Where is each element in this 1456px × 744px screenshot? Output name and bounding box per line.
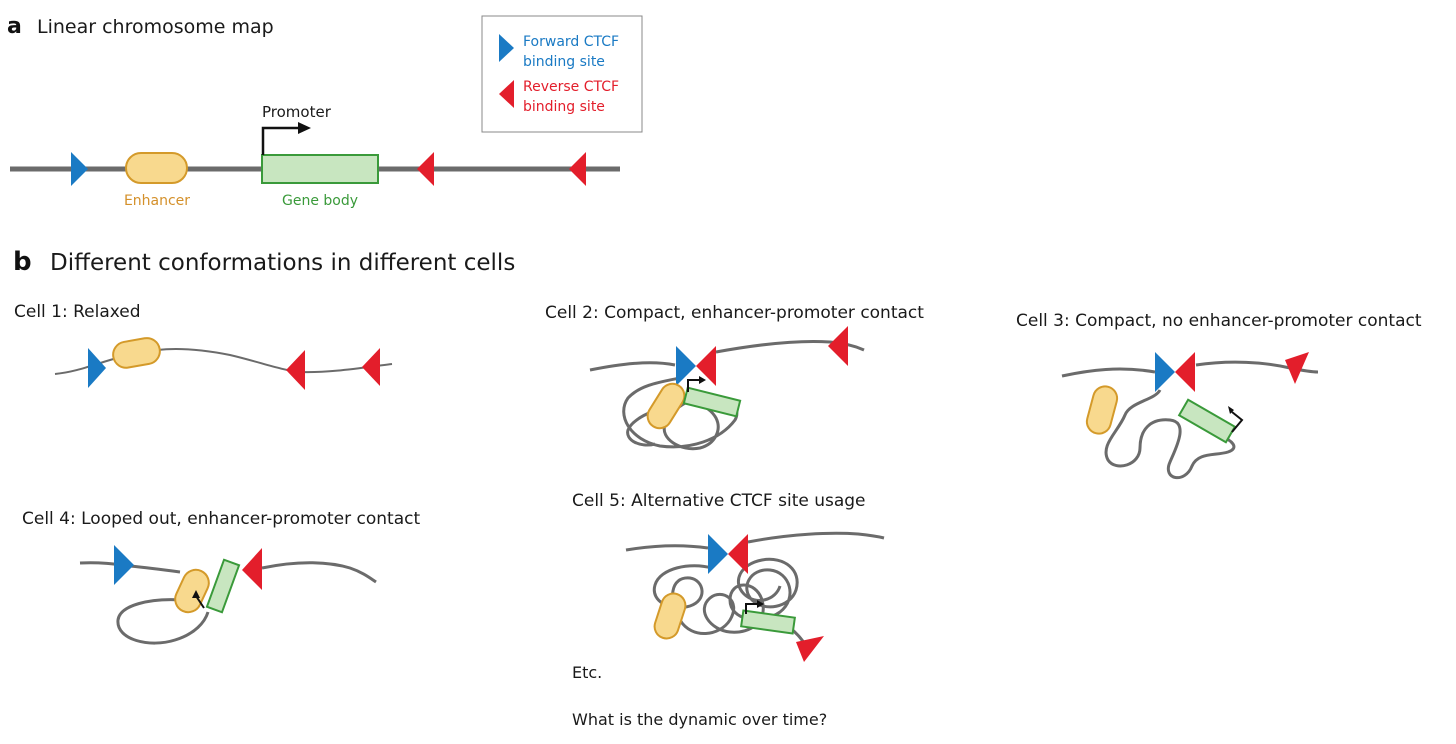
cell4-promoter-arrowhead	[192, 590, 200, 598]
dynamics-question: What is the dynamic over time?	[572, 710, 827, 729]
cell1-reverse-ctcf-1	[286, 350, 305, 390]
cell2-label: Cell 2: Compact, enhancer-promoter conta…	[545, 303, 924, 323]
cell3-promoter-arrow	[1231, 411, 1244, 433]
legend-forward-icon	[499, 34, 514, 62]
cell4-diagram	[79, 545, 377, 645]
cell1-label: Cell 1: Relaxed	[14, 302, 141, 322]
cell3-label: Cell 3: Compact, no enhancer-promoter co…	[1016, 311, 1422, 331]
cell2-promoter-arrow	[687, 379, 700, 392]
legend-box	[481, 15, 643, 133]
cell1-reverse-ctcf-2	[362, 348, 380, 386]
gene-body-element	[261, 154, 379, 184]
promoter-arrowhead	[298, 122, 311, 134]
cell4-reverse-ctcf	[242, 548, 262, 590]
enhancer-label: Enhancer	[124, 193, 190, 209]
cell2-chromatin-left	[589, 361, 676, 372]
cell4-forward-ctcf	[114, 545, 134, 585]
legend-reverse-line2: binding site	[523, 99, 605, 115]
forward-ctcf-site	[71, 152, 88, 186]
cell2-reverse-ctcf-2	[828, 326, 848, 366]
cell3-reverse-ctcf-2	[1285, 352, 1309, 384]
enhancer-element	[125, 152, 188, 184]
panel-b-title: Different conformations in different cel…	[50, 250, 515, 276]
cell3-reverse-ctcf-1	[1175, 352, 1195, 392]
cell5-reverse-ctcf-1	[728, 534, 748, 574]
cell2-chromatin-right	[715, 339, 865, 354]
cell2-diagram	[589, 326, 865, 451]
cell5-gene-body	[740, 609, 796, 635]
cell3-forward-ctcf	[1155, 352, 1175, 392]
cell3-enhancer	[1085, 385, 1119, 435]
cell3-promoter-arrowhead	[1228, 406, 1234, 414]
reverse-ctcf-site-1	[417, 152, 434, 186]
cell2-reverse-ctcf-1	[696, 346, 716, 386]
cell3-chromatin-coil	[1104, 389, 1236, 479]
promoter-label: Promoter	[262, 103, 332, 121]
cell1-enhancer	[112, 337, 161, 369]
cell5-chromatin-right	[747, 531, 885, 544]
cell4-chromatin-loop	[116, 598, 210, 645]
cell5-promoter-arrow	[745, 603, 758, 614]
panel-a-letter: a	[7, 14, 22, 39]
legend-reverse-line1: Reverse CTCF	[523, 79, 619, 95]
cell3-chromatin-left	[1061, 367, 1156, 378]
cell5-label: Cell 5: Alternative CTCF site usage	[572, 491, 866, 511]
panel-a-title: Linear chromosome map	[37, 16, 274, 38]
cell3-diagram	[1061, 352, 1319, 479]
cell4-enhancer	[174, 568, 210, 614]
cell5-chromatin-coil	[652, 557, 799, 635]
etc-label: Etc.	[572, 663, 602, 682]
legend-reverse-icon	[499, 80, 514, 108]
reverse-ctcf-site-2	[569, 152, 586, 186]
cell5-forward-ctcf	[708, 534, 728, 574]
cell5-promoter-arrowhead	[757, 600, 764, 608]
cell5-diagram	[625, 531, 885, 662]
legend-forward-line2: binding site	[523, 54, 605, 70]
cell5-chromatin-left	[625, 544, 709, 552]
legend-forward-line1: Forward CTCF	[523, 34, 619, 50]
panel-b-letter: b	[13, 247, 32, 277]
cell1-chromatin	[54, 347, 393, 375]
cell4-gene-body	[205, 558, 241, 614]
cell2-gene-body	[682, 386, 742, 418]
cell2-forward-ctcf	[676, 346, 696, 386]
cell2-enhancer	[646, 382, 686, 430]
cell4-label: Cell 4: Looped out, enhancer-promoter co…	[22, 509, 420, 529]
cell4-chromatin-right	[261, 561, 377, 584]
gene-body-label: Gene body	[282, 193, 358, 209]
promoter-arrow	[261, 126, 300, 155]
cell5-enhancer	[653, 592, 687, 640]
cell3-gene-body	[1177, 398, 1237, 444]
cell5-reverse-ctcf-2	[796, 636, 824, 662]
cell2-promoter-arrowhead	[699, 376, 706, 384]
cell1-diagram	[54, 337, 393, 390]
cell1-forward-ctcf	[88, 348, 106, 388]
